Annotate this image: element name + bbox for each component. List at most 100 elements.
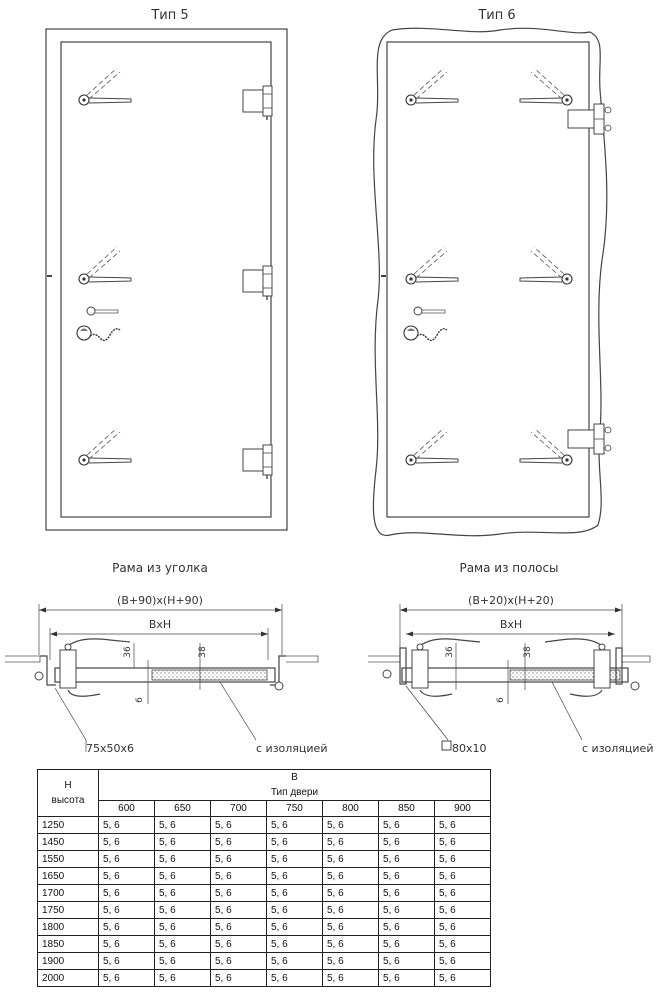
strip-outer-dim: (B+20)x(H+20) <box>468 594 554 607</box>
door5-inner-panel <box>60 41 272 518</box>
door-type-cell: 5, 6 <box>434 952 491 970</box>
door-type-cell: 5, 6 <box>98 918 155 936</box>
door-type-cell: 5, 6 <box>378 884 435 902</box>
door-type-cell: 5, 6 <box>154 833 211 851</box>
door-type-cell: 5, 6 <box>378 850 435 868</box>
angle-profile-label: 75x50x6 <box>86 742 134 755</box>
door6-handle-mid-right <box>519 246 573 285</box>
angle-insulation <box>151 669 268 681</box>
width-header-cell: 850 <box>378 800 435 817</box>
height-cell: 1450 <box>37 833 99 851</box>
door6-lock-icon <box>403 306 448 342</box>
door6-handle-top-left <box>405 67 459 106</box>
door-type-cell: 5, 6 <box>378 867 435 885</box>
angle-frame-title: Рама из уголка <box>112 561 208 575</box>
door-type-cell: 5, 6 <box>434 884 491 902</box>
door-type-cell: 5, 6 <box>266 867 323 885</box>
door-type-cell: 5, 6 <box>210 952 267 970</box>
door6-wavy-wall <box>372 27 608 537</box>
door-type-cell: 5, 6 <box>154 969 211 987</box>
width-header-cell: 700 <box>210 800 267 817</box>
strip-dim-38: 38 <box>523 646 533 658</box>
angle-dim-36: 36 <box>123 646 133 658</box>
door-type-cell: 5, 6 <box>322 833 379 851</box>
door-type-cell: 5, 6 <box>154 867 211 885</box>
door-type-cell: 5, 6 <box>266 918 323 936</box>
height-cell: 1650 <box>37 867 99 885</box>
door-type-cell: 5, 6 <box>98 816 155 834</box>
angle-inner-dim: BxH <box>149 618 171 631</box>
height-cell: 1250 <box>37 816 99 834</box>
door6-handle-top-right <box>519 67 573 106</box>
strip-profile-label: 80x10 <box>452 742 487 755</box>
door5-handle-mid <box>78 246 132 285</box>
door-type-cell: 5, 6 <box>434 816 491 834</box>
door5-hinge-mid <box>242 265 273 301</box>
door5-hinge-bottom <box>242 444 273 480</box>
door-type-cell: 5, 6 <box>434 918 491 936</box>
door-type-cell: 5, 6 <box>322 901 379 919</box>
door-type-cell: 5, 6 <box>434 867 491 885</box>
door-type-cell: 5, 6 <box>210 850 267 868</box>
door-type-cell: 5, 6 <box>154 850 211 868</box>
door-type5: Тип 5 <box>45 8 288 531</box>
door6-handle-mid-left <box>405 246 459 285</box>
type6-title: Тип 6 <box>477 8 515 23</box>
door-type-cell: 5, 6 <box>210 867 267 885</box>
h-header-cell: H высота <box>37 769 99 817</box>
angle-insulation-label: с изоляцией <box>256 742 327 755</box>
door-type-cell: 5, 6 <box>154 816 211 834</box>
door-type-cell: 5, 6 <box>434 969 491 987</box>
type-header: Тип двери <box>98 785 491 801</box>
door5-lock-icon <box>76 306 121 342</box>
door-type-cell: 5, 6 <box>210 918 267 936</box>
angle-dim-6: 6 <box>135 697 145 703</box>
door-type-cell: 5, 6 <box>210 884 267 902</box>
strip-dim-6: 6 <box>496 697 506 703</box>
height-cell: 1800 <box>37 918 99 936</box>
door-type-cell: 5, 6 <box>98 850 155 868</box>
door-type-cell: 5, 6 <box>378 918 435 936</box>
strip-insulation-label: с изоляцией <box>582 742 653 755</box>
door-type-cell: 5, 6 <box>266 833 323 851</box>
door5-outer-frame <box>45 28 288 531</box>
angle-outer-dim: (B+90)x(H+90) <box>117 594 203 607</box>
b-header: B <box>98 769 491 785</box>
strip-dim-36: 36 <box>445 646 455 658</box>
door-type-cell: 5, 6 <box>322 816 379 834</box>
strip-inner-dim: BxH <box>500 618 522 631</box>
door-type-cell: 5, 6 <box>322 952 379 970</box>
door-type-cell: 5, 6 <box>98 952 155 970</box>
door-type-cell: 5, 6 <box>210 816 267 834</box>
door-type-cell: 5, 6 <box>378 833 435 851</box>
door-type-cell: 5, 6 <box>322 867 379 885</box>
width-header-cell: 750 <box>266 800 323 817</box>
door5-handle-bottom <box>78 427 132 466</box>
door-type-cell: 5, 6 <box>378 935 435 953</box>
height-cell: 1700 <box>37 884 99 902</box>
door-type-cell: 5, 6 <box>322 918 379 936</box>
strip-insulation <box>509 669 621 681</box>
height-cell: 1550 <box>37 850 99 868</box>
type5-title: Тип 5 <box>150 8 188 23</box>
door-type-cell: 5, 6 <box>98 884 155 902</box>
door-type-cell: 5, 6 <box>98 833 155 851</box>
door-type-cell: 5, 6 <box>434 833 491 851</box>
door-type-cell: 5, 6 <box>98 867 155 885</box>
door-type-cell: 5, 6 <box>266 952 323 970</box>
door-type-cell: 5, 6 <box>154 935 211 953</box>
door-type-cell: 5, 6 <box>266 850 323 868</box>
door-type-cell: 5, 6 <box>154 918 211 936</box>
door-type-cell: 5, 6 <box>98 935 155 953</box>
